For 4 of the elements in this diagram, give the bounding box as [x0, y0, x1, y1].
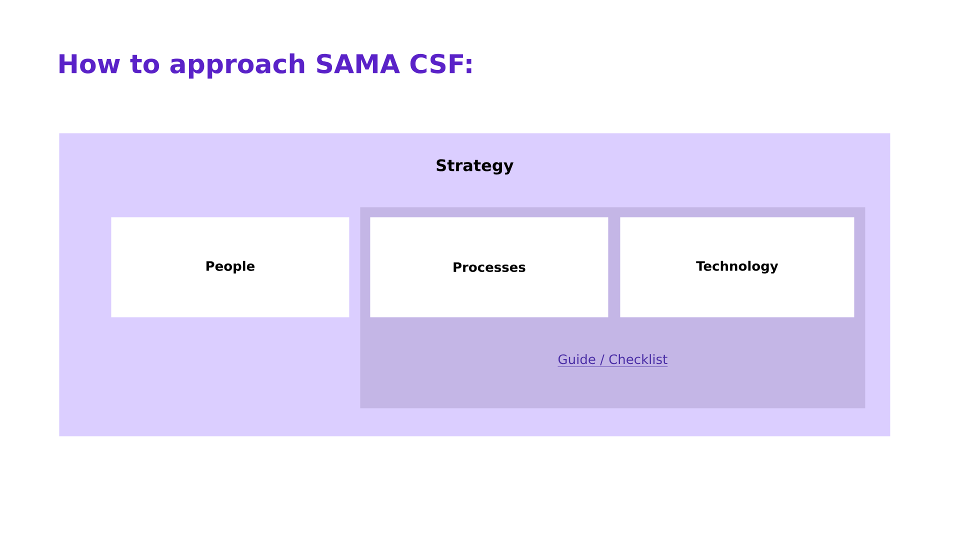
- pillar-box: People: [111, 217, 350, 318]
- pillar-box: Technology: [620, 217, 854, 318]
- title: How to approach SAMA CSF:: [60, 53, 472, 79]
- pillar-box: Processes: [370, 217, 608, 318]
